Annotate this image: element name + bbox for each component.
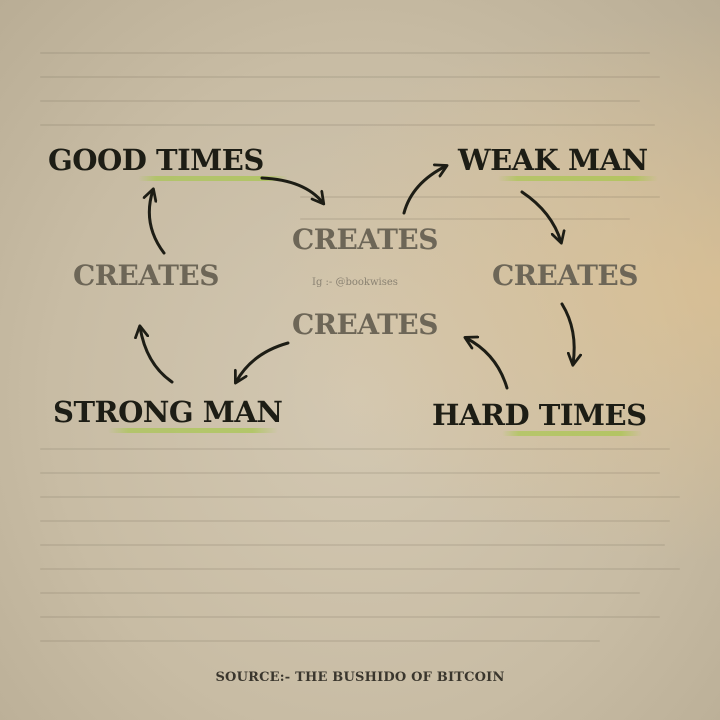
arrow-creates-to-weak-man [402, 166, 446, 215]
connector-label-center-bottom: CREATES [292, 308, 439, 341]
weak-man-highlight [498, 176, 658, 181]
node-weak-man: WEAK MAN [458, 146, 658, 181]
arrow-good-times-to-creates [260, 176, 323, 203]
strong-man-highlight [108, 428, 278, 433]
node-hard-times-label: HARD TIMES [432, 398, 647, 432]
arrow-weak-man-to-creates [520, 190, 561, 242]
arrow-creates-to-strong-man [236, 341, 290, 382]
node-good-times-label: GOOD TIMES [48, 143, 264, 177]
connector-label-center-top: CREATES [292, 223, 439, 256]
source-caption: SOURCE:- THE BUSHIDO OF BITCOIN [215, 670, 505, 685]
good-times-highlight [138, 176, 288, 181]
arrow-creates-to-good-times [149, 190, 166, 255]
arrow-creates-to-hard-times [560, 302, 574, 364]
watermark: Ig :- @bookwises [312, 277, 398, 288]
hard-times-highlight [502, 431, 642, 436]
node-weak-man-label: WEAK MAN [458, 143, 648, 177]
node-strong-man-label: STRONG MAN [53, 395, 283, 429]
arrow-strong-man-to-creates [140, 327, 174, 384]
arrow-hard-times-to-creates [466, 338, 509, 390]
node-hard-times: HARD TIMES [432, 401, 647, 436]
node-strong-man: STRONG MAN [53, 395, 283, 433]
connector-label-left: CREATES [73, 259, 220, 292]
connector-label-right: CREATES [492, 259, 639, 292]
node-good-times: GOOD TIMES [48, 146, 288, 181]
